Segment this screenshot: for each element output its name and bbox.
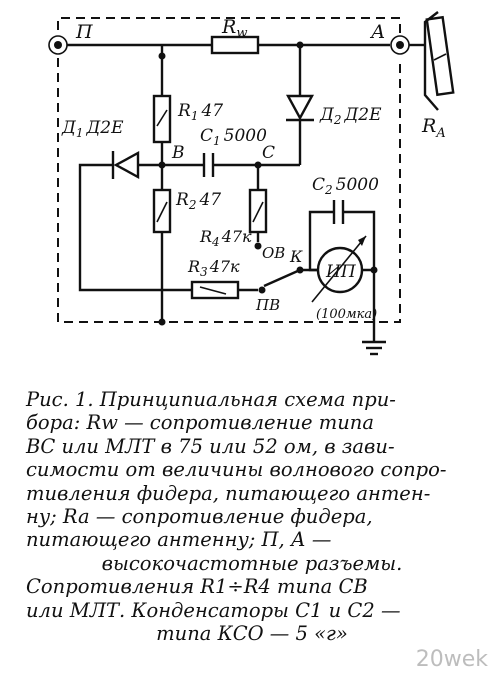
rw-label: Rw (221, 16, 247, 41)
connector-a-label: А (369, 21, 385, 43)
caption-line: типа КСО — 5 «г» (156, 622, 348, 646)
connector-p-label: П (75, 21, 93, 43)
meter-arrowhead (358, 236, 366, 246)
resistor-ra (425, 15, 455, 97)
enclosure-border-lower (57, 58, 401, 323)
caption-line: ВС или МЛТ в 75 или 52 ом, в зави- (26, 434, 395, 458)
meter-range-label: (100мка) (316, 307, 377, 322)
caption-line: ну; Ra — сопротивление фидера, (26, 505, 373, 529)
node-c-label: С (262, 143, 275, 163)
resistor-r3 (190, 280, 240, 300)
diode-d2 (285, 94, 315, 121)
switch-ov-contact (254, 242, 262, 250)
connector-p (48, 35, 68, 55)
junction-r2-ground (158, 318, 166, 326)
diode-d1 (113, 150, 140, 180)
watermark: 20wek (415, 647, 488, 672)
connector-a (390, 35, 410, 55)
figure-caption: Рис. 1. Принципиальная схема при- бора: … (26, 388, 478, 645)
r4-mark (252, 201, 264, 223)
c2-wire-right (343, 210, 376, 272)
caption-line: питающего антенну; П, А — (26, 528, 332, 552)
r1-mark (156, 109, 168, 127)
node-b-label: В (171, 143, 185, 163)
junction-d2 (296, 41, 304, 49)
r3-mark (199, 286, 227, 295)
switch-k-label: К (289, 247, 303, 266)
ra-wire-top (423, 11, 439, 45)
ra-wire-bottom (423, 45, 439, 111)
switch-k-lever (263, 268, 301, 288)
switch-pv-label: ПВ (255, 296, 280, 314)
junction-r1 (158, 52, 166, 60)
caption-line: бора: Rw — сопротивление типа (26, 411, 374, 435)
caption-line: или МЛТ. Конденсаторы C1 и C2 — (26, 598, 401, 622)
caption-line: высокочастотные разъемы. (101, 551, 403, 575)
r2-mark (156, 201, 168, 223)
meter-label: ИП (325, 262, 357, 282)
d1-wire-loop (78, 163, 192, 292)
caption-line: тивления фидера, питающего антен- (26, 481, 431, 505)
switch-ov-label: ОВ (262, 244, 285, 262)
enclosure-border (57, 17, 401, 36)
ra-label: RA (421, 115, 446, 141)
resistor-rw (210, 35, 260, 55)
caption-line: Сопротивления R1÷R4 типа СВ (26, 575, 368, 599)
switch-pv-contact (258, 286, 266, 294)
caption-line: Рис. 1. Принципиальная схема при- (26, 388, 396, 411)
c2-wire-left (308, 210, 334, 272)
ra-mark (433, 53, 447, 61)
caption-line: симости от величины волнового сопро- (26, 458, 447, 482)
meter-arrow (311, 235, 367, 303)
